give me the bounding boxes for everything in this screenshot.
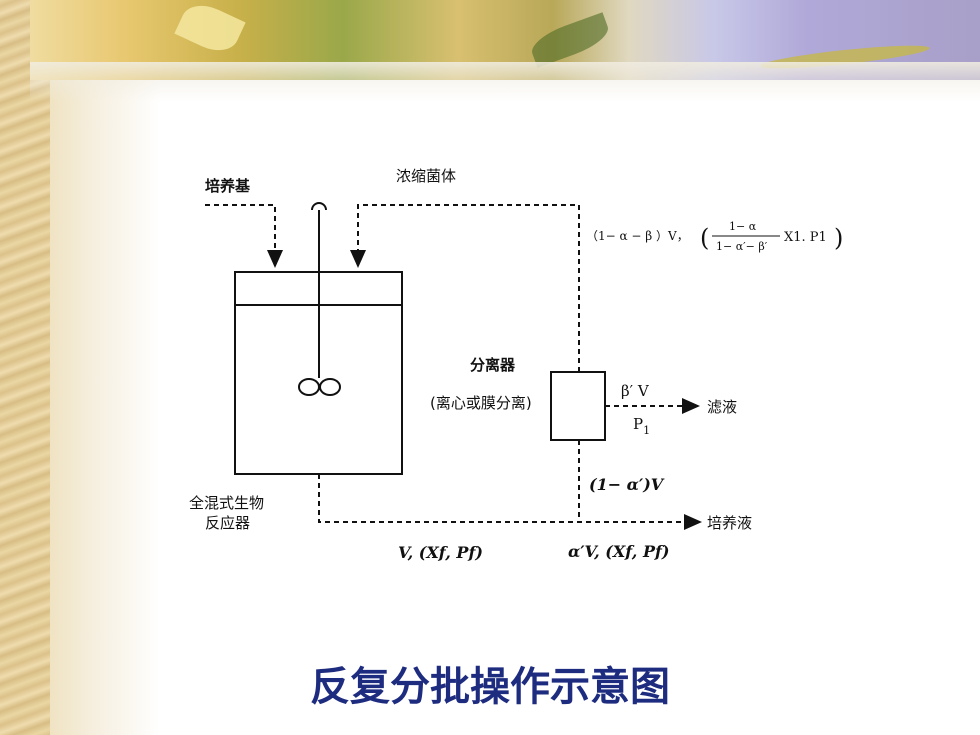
separator-title: 分离器 (470, 356, 516, 374)
reactor-label-line1: 全混式生物 (189, 494, 264, 512)
filtrate-label: 滤液 (707, 398, 737, 416)
concentrate-label: 浓缩菌体 (396, 167, 456, 185)
medium-label: 培养基 (205, 177, 251, 195)
recycle-expression: （1− α − β ）V， (586, 229, 689, 243)
medium-feed-line (205, 204, 283, 268)
p1-label: P1 (633, 415, 650, 437)
reactor-outlet-line (318, 474, 702, 530)
parchment-fade (50, 80, 160, 735)
fraction-numerator: 1− α (729, 220, 757, 233)
recycle-line (350, 204, 580, 372)
p1-main: P (633, 415, 643, 433)
one-minus-alpha-label: (1− α′)V (589, 475, 665, 494)
impeller-blade-left (298, 378, 320, 396)
p1-subscript: 1 (643, 424, 650, 437)
beta-v-label: β′ V (621, 382, 650, 400)
separator-subtitle: (离心或膜分离) (430, 394, 532, 412)
agitator-motor-icon (311, 202, 327, 211)
parchment-border (0, 0, 50, 735)
recycle-tail: X1. P1 (784, 230, 827, 245)
slide-title: 反复分批操作示意图 (310, 664, 670, 710)
banner-shadow (30, 62, 980, 102)
reactor-label-line2: 反应器 (205, 514, 250, 532)
flow-left-label: V, (Xf, Pf) (398, 543, 483, 562)
close-paren: ) (834, 224, 843, 252)
fraction-denominator: 1− α′− β′ (716, 240, 768, 253)
culture-liquid-label: 培养液 (707, 514, 752, 532)
separator-unit (550, 371, 606, 441)
open-paren: ( (700, 224, 709, 252)
diagram-background (240, 150, 760, 630)
flow-right-label: α′V, (Xf, Pf) (568, 542, 669, 561)
impeller-blade-right (319, 378, 341, 396)
